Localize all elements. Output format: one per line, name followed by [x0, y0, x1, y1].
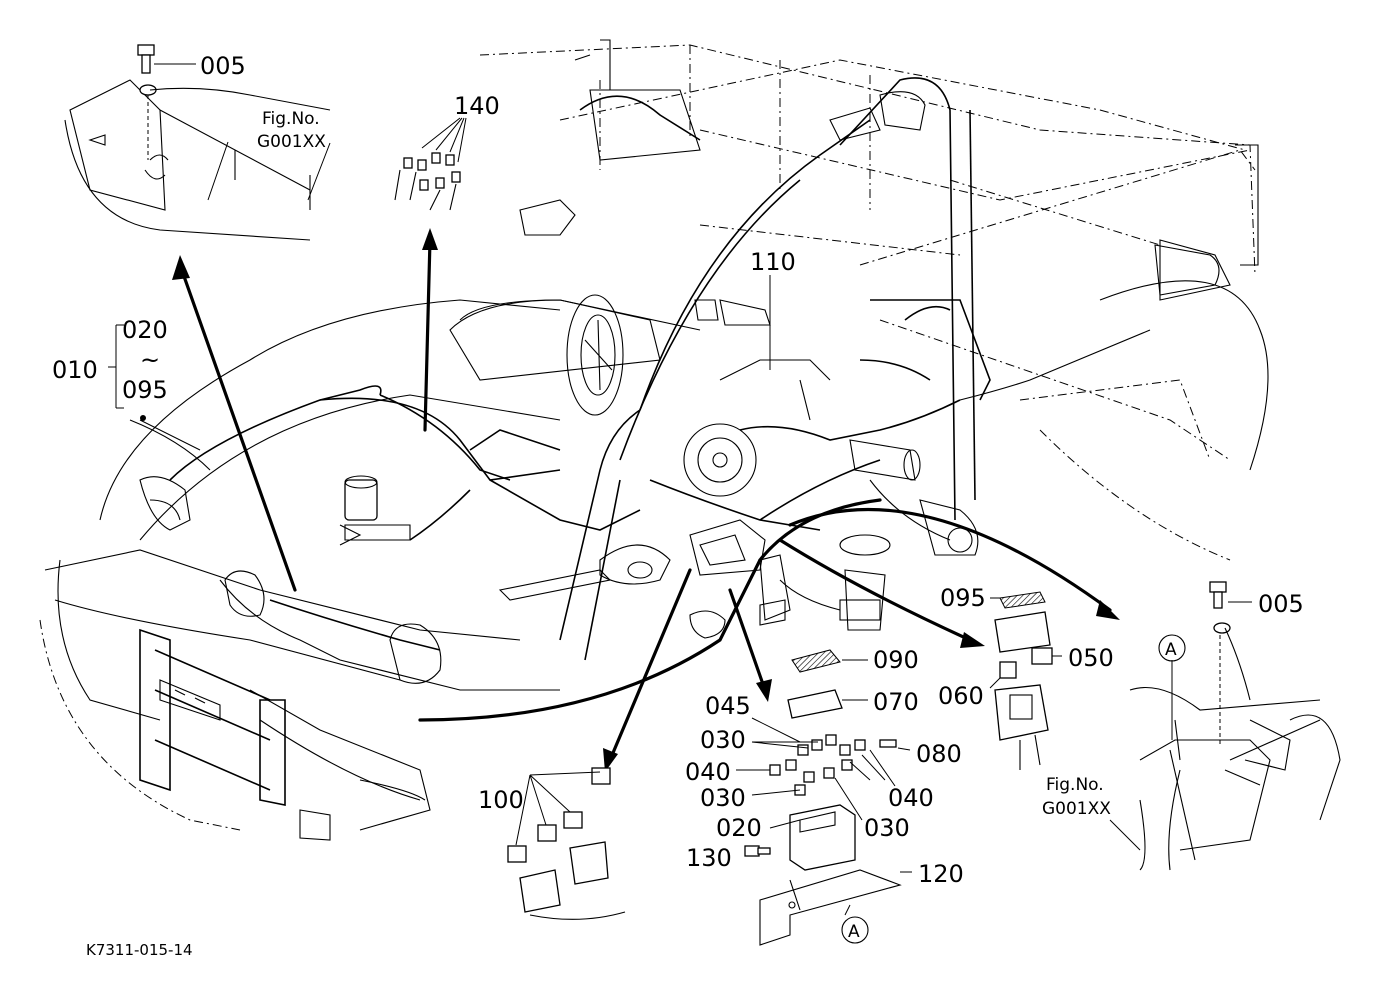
- bracket: [759, 554, 791, 626]
- leader-lines: [108, 63, 1252, 916]
- circle-ref-a-label-bottom: A: [848, 922, 860, 942]
- brake-master-cylinder: [339, 475, 411, 546]
- fuse-cover-parts: [787, 649, 843, 719]
- fuse-cluster-right: [994, 591, 1053, 770]
- callout-020: 020: [716, 814, 762, 842]
- callout-040-right: 040: [888, 784, 934, 812]
- callout-100: 100: [478, 786, 524, 814]
- fig-ref-number-rear: G001XX: [1042, 799, 1111, 819]
- callout-060: 060: [938, 682, 984, 710]
- range-start-020: 020: [122, 316, 168, 344]
- horn: [683, 423, 757, 497]
- drawing-id: K7311-015-14: [86, 941, 193, 959]
- callout-005-rear: 005: [1258, 590, 1304, 618]
- circle-ref-a-top: A: [1158, 634, 1186, 662]
- callout-030-mid: 030: [700, 784, 746, 812]
- fan-assembly: [566, 294, 624, 416]
- callout-005-front: 005: [200, 52, 246, 80]
- starter-motor: [849, 439, 979, 556]
- circle-ref-a-label-top: A: [1165, 640, 1177, 660]
- callout-080: 080: [916, 740, 962, 768]
- fig-ref-label-front: Fig.No.: [262, 109, 320, 129]
- callout-030-top: 030: [700, 726, 746, 754]
- callout-050: 050: [1068, 644, 1114, 672]
- rops-frame: [559, 39, 976, 661]
- main-wire-harness: [129, 299, 1151, 651]
- fig-ref-label-rear: Fig.No.: [1046, 775, 1104, 795]
- range-tilde: ~: [140, 346, 160, 374]
- callout-010: 010: [52, 356, 98, 384]
- circle-ref-a-bottom: A: [841, 916, 869, 944]
- tail-light: [1154, 244, 1220, 296]
- bolt-icon: [744, 845, 771, 857]
- callout-110: 110: [750, 248, 796, 276]
- seat-and-cab-parts: [449, 107, 881, 381]
- mini-fuse-group: [769, 734, 897, 796]
- range-end-095: 095: [122, 376, 168, 404]
- bolt-icon: [1209, 581, 1231, 634]
- callout-070: 070: [873, 688, 919, 716]
- inset-ground-point-rear: [1129, 581, 1341, 871]
- lower-chassis: [498, 544, 726, 639]
- callout-120: 120: [918, 860, 964, 888]
- brush-guard: [139, 628, 426, 841]
- callout-095: 095: [940, 584, 986, 612]
- bolt-icon: [137, 44, 157, 96]
- vehicle-illustration: [39, 39, 1269, 841]
- callout-045: 045: [705, 692, 751, 720]
- fuel-pump: [839, 534, 891, 631]
- connector-group-140: [394, 152, 461, 211]
- controller-box: [689, 519, 766, 576]
- callout-140: 140: [454, 92, 500, 120]
- callout-arrows: [172, 228, 1120, 772]
- fig-ref-number-front: G001XX: [257, 132, 326, 152]
- callout-030-bottom: 030: [864, 814, 910, 842]
- relay-group-100: [507, 767, 626, 920]
- callout-090: 090: [873, 646, 919, 674]
- callout-130: 130: [686, 844, 732, 872]
- cargo-bed-outline: [479, 44, 1269, 561]
- callout-040-left: 040: [685, 758, 731, 786]
- callout-labels: 005 Fig.No. G001XX 140 110 020 ~ 010 095…: [52, 52, 1304, 959]
- inset-ground-point-front: [64, 44, 331, 241]
- fuse-box-assembly: [744, 804, 902, 946]
